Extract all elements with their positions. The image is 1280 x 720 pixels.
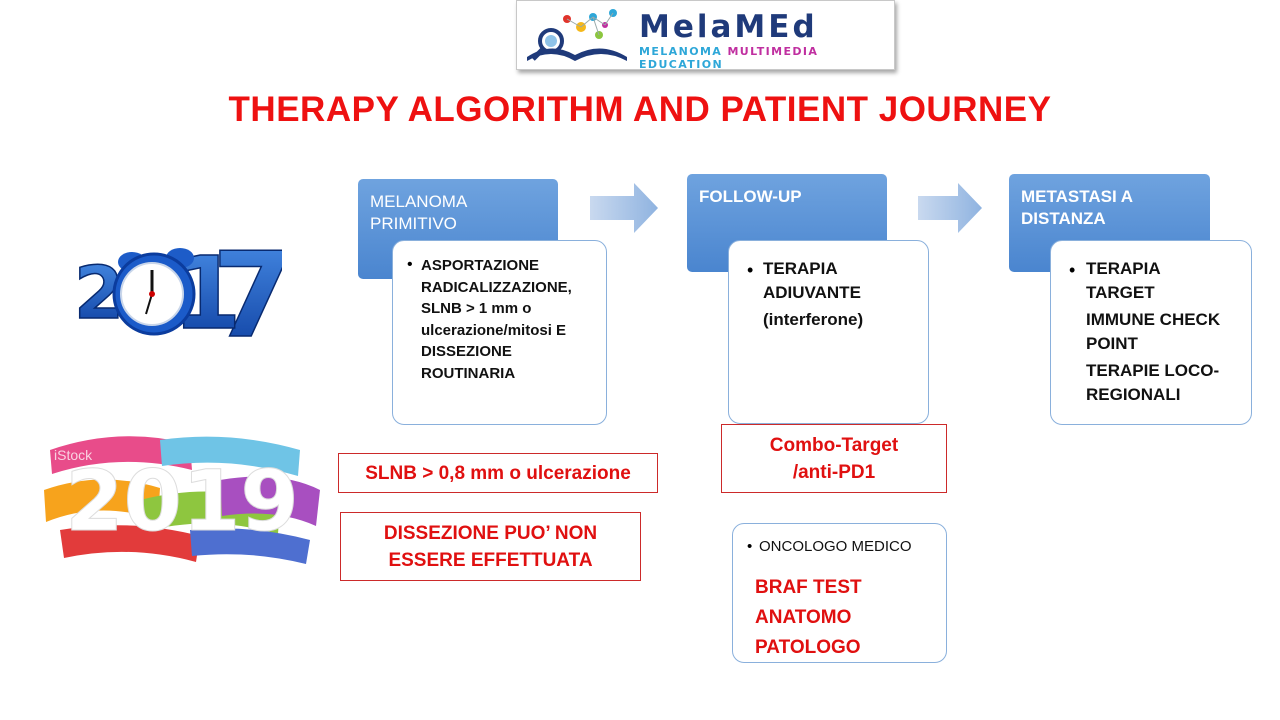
stage1-line: RADICALIZZAZIONE,	[421, 278, 572, 296]
stage3-line: POINT	[1086, 334, 1138, 353]
update-slnb-box: SLNB > 0,8 mm o ulcerazione	[338, 453, 658, 493]
year-2019-text: 2019	[65, 452, 299, 550]
stage-follow-up-detail: • TERAPIA ADIUVANTE (interferone)	[728, 240, 929, 424]
stage2-line: TERAPIA	[763, 259, 838, 278]
oncologist-tests: BRAF TEST ANATOMO PATOLOGO	[755, 573, 862, 663]
stage2-line: (interferone)	[763, 310, 864, 329]
update-dissection-line: ESSERE EFFETTUATA	[388, 549, 593, 571]
oncologist-line: ANATOMO	[755, 607, 852, 628]
stage-distant-metastasis-detail: • TERAPIA TARGET IMMUNE CHECK POINT TERA…	[1050, 240, 1252, 425]
stage1-header-line: MELANOMA	[370, 192, 468, 211]
stage3-line: IMMUNE CHECK	[1086, 310, 1221, 329]
year-2019-colorful-icon: 2019 iStock	[44, 436, 320, 564]
stage3-line: TARGET	[1086, 283, 1155, 302]
arrow-right-icon	[918, 183, 982, 233]
logo-subtitle-word2: MULTIMEDIA	[727, 45, 819, 58]
watermark-text: iStock	[54, 447, 93, 463]
update-combo-line: /anti-PD1	[792, 461, 876, 483]
stage1-detail-text: ASPORTAZIONE RADICALIZZAZIONE, SLNB > 1 …	[421, 255, 572, 384]
update-combo-line: Combo-Target	[769, 434, 899, 456]
oncologist-box: • ONCOLOGO MEDICO BRAF TEST ANATOMO PATO…	[732, 523, 947, 663]
logo-title: MelaMEd	[639, 9, 818, 45]
melamed-logo: MelaMEd MELANOMA MULTIMEDIA EDUCATION	[516, 0, 895, 71]
logo-graphic-icon	[527, 9, 627, 61]
stage1-line: ROUTINARIA	[421, 364, 516, 382]
stage1-header-line: PRIMITIVO	[370, 214, 457, 233]
page-title: THERAPY ALGORITHM AND PATIENT JOURNEY	[228, 90, 1052, 129]
stage-primary-melanoma-detail: • ASPORTAZIONE RADICALIZZAZIONE, SLNB > …	[392, 240, 607, 425]
stage3-detail-text: TERAPIA TARGET IMMUNE CHECK POINT TERAPI…	[1086, 257, 1220, 407]
oncologist-line: PATOLOGO	[755, 637, 861, 658]
stage3-header-line: METASTASI A	[1021, 187, 1134, 206]
update-combo-box: Combo-Target /anti-PD1	[721, 424, 947, 493]
logo-subtitle-word1: MELANOMA	[639, 45, 723, 58]
stage3-header-line: DISTANZA	[1021, 209, 1106, 228]
arrow-right-icon	[590, 183, 658, 233]
year-2017-digit-7: 7	[212, 226, 282, 363]
stage1-line: ASPORTAZIONE	[421, 257, 540, 274]
stage1-line: ulcerazione/mitosi E	[421, 321, 567, 339]
stage2-header-line: FOLLOW-UP	[699, 187, 802, 206]
stage3-line: TERAPIA	[1086, 259, 1161, 278]
stage1-line: SLNB > 1 mm o	[421, 300, 532, 317]
stage2-detail-text: TERAPIA ADIUVANTE (interferone)	[763, 257, 863, 332]
update-dissection-line: DISSEZIONE PUO’ NON	[383, 522, 598, 544]
logo-subtitle: MELANOMA MULTIMEDIA EDUCATION	[639, 45, 894, 71]
update-dissection-box: DISSEZIONE PUO’ NON ESSERE EFFETTUATA	[340, 512, 641, 581]
year-2017-clock-icon: 2 7 1	[73, 225, 282, 363]
logo-subtitle-word3: EDUCATION	[639, 58, 724, 71]
oncologist-line: BRAF TEST	[755, 577, 862, 598]
bullet-icon: •	[747, 260, 754, 280]
stage2-line: ADIUVANTE	[763, 283, 861, 302]
stage1-line: DISSEZIONE	[421, 343, 512, 360]
update-slnb-text: SLNB > 0,8 mm o ulcerazione	[365, 462, 631, 484]
bullet-icon: •	[407, 256, 413, 273]
bullet-icon: •	[747, 538, 753, 555]
oncologist-label: ONCOLOGO MEDICO	[759, 538, 912, 555]
stage3-line: TERAPIE LOCO-	[1086, 361, 1220, 380]
stage3-line: REGIONALI	[1086, 385, 1181, 404]
bullet-icon: •	[1069, 260, 1076, 280]
